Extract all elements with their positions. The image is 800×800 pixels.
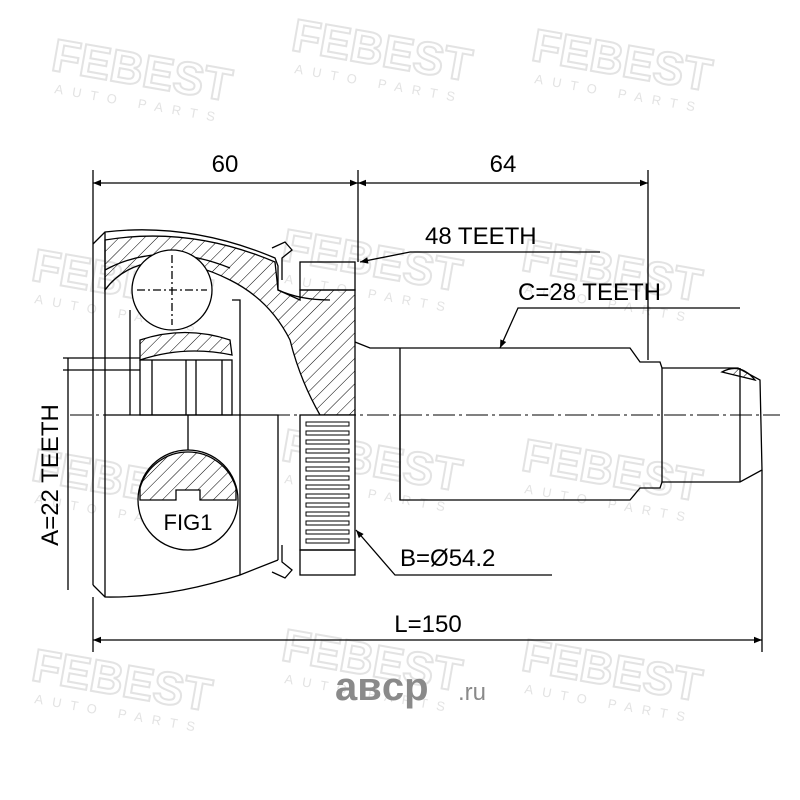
flange-top — [299, 261, 356, 291]
cage-edge — [232, 299, 241, 415]
boot-clip-bottom — [271, 545, 293, 579]
bell-housing-bottom — [92, 559, 279, 598]
inner-race-hatch — [139, 331, 233, 361]
abs-tooth — [305, 421, 350, 427]
abs-ring-teeth — [305, 421, 350, 544]
abs-tooth — [305, 430, 350, 436]
shaft-outline — [354, 341, 763, 501]
fig1-hatch — [139, 451, 237, 501]
abs-tooth — [305, 475, 350, 481]
leader-48-teeth — [359, 251, 600, 264]
dim-label-64: 64 — [490, 151, 517, 178]
leader-b-diameter — [355, 529, 552, 576]
abs-tooth — [305, 502, 350, 508]
abs-tooth — [305, 448, 350, 454]
dim-label-l150: L=150 — [394, 611, 461, 638]
label-c-teeth: C=28 TEETH — [518, 279, 661, 306]
label-a-teeth: A=22 TEETH — [37, 404, 64, 546]
shaft-tip-hatch — [720, 367, 757, 382]
abs-tooth — [305, 484, 350, 490]
abs-tooth — [305, 538, 350, 544]
site-logo-name: aвcp — [335, 665, 429, 709]
label-48-teeth: 48 TEETH — [425, 223, 537, 250]
dim-label-60: 60 — [212, 151, 239, 178]
flange-bottom — [299, 549, 356, 576]
abs-tooth — [305, 466, 350, 472]
site-logo-suffix: .ru — [458, 679, 486, 706]
abs-tooth — [305, 439, 350, 445]
abs-tooth — [305, 493, 350, 499]
label-fig1: FIG1 — [164, 510, 213, 535]
boot-clip-top — [271, 241, 293, 280]
site-logo: aвcp .ru — [335, 665, 486, 709]
joint-drawing — [63, 170, 780, 652]
abs-tooth — [305, 529, 350, 535]
abs-tooth — [305, 520, 350, 526]
label-b-diameter: B=Ø54.2 — [400, 545, 495, 572]
leader-c-teeth — [499, 307, 740, 349]
abs-tooth — [305, 457, 350, 463]
abs-tooth — [305, 511, 350, 517]
